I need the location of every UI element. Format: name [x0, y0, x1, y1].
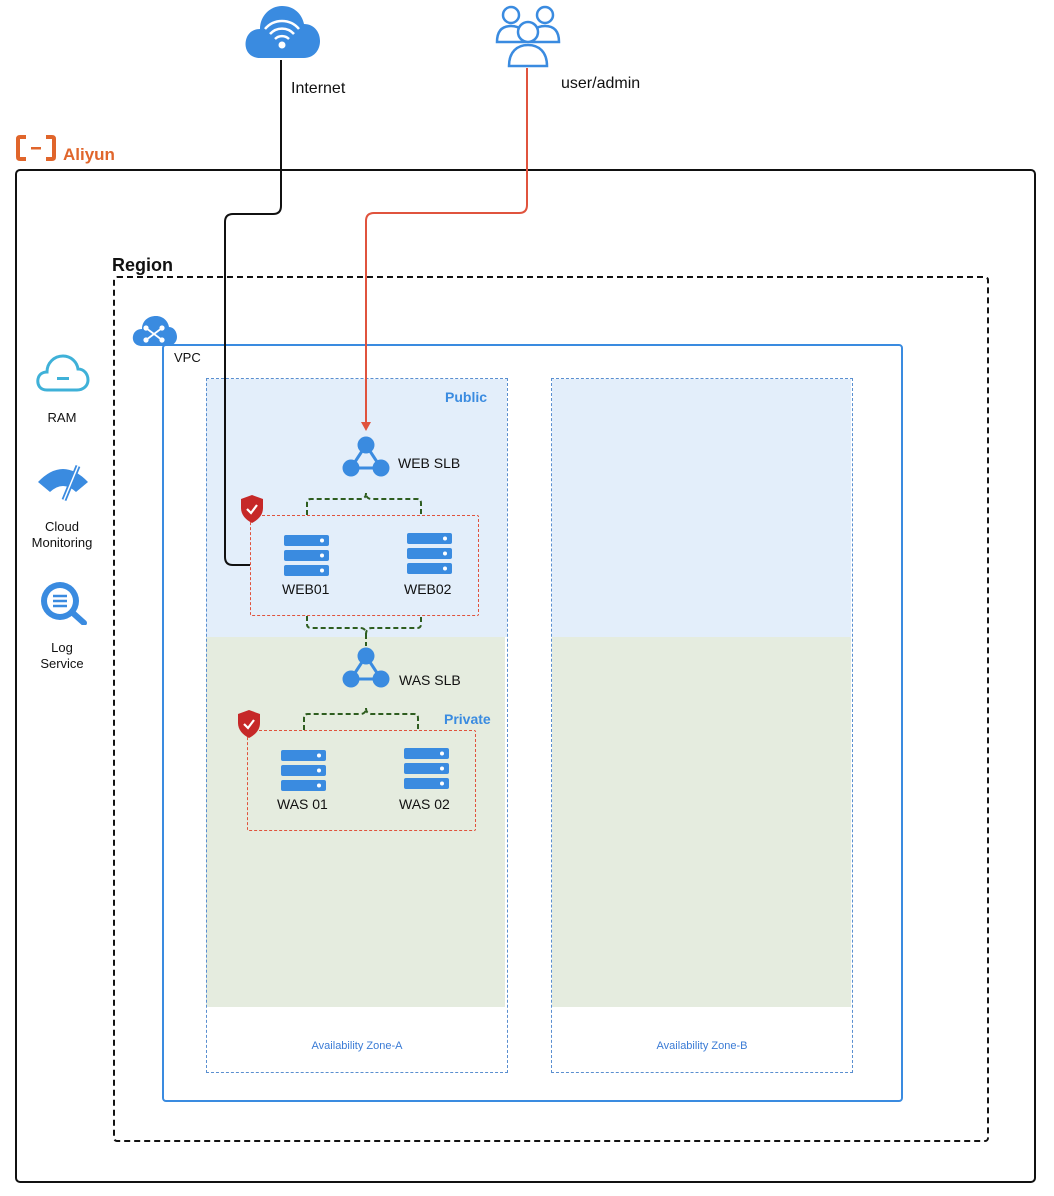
web-security-group: [250, 515, 479, 616]
aliyun-container: [15, 169, 1036, 1183]
web-security-group-shield-icon: [239, 494, 265, 524]
user-group-icon: [495, 2, 561, 68]
was-slb-label: WAS SLB: [399, 672, 461, 688]
private-subnet-zone-a: [206, 637, 505, 1007]
ram-icon: [35, 353, 91, 393]
public-tier-label: Public: [445, 389, 488, 405]
internet-cloud-icon: [242, 2, 322, 60]
web01-label: WEB01: [282, 581, 330, 597]
log-service-label-line1: Log: [51, 640, 73, 655]
web-to-was-bracket: [306, 616, 422, 635]
cloud-monitoring-label: Cloud Monitoring: [17, 519, 107, 551]
availability-zone-b: [551, 378, 853, 1073]
was-slb-icon: [341, 646, 391, 690]
web-slb-icon: [341, 435, 391, 479]
user-admin-label: user/admin: [561, 75, 641, 92]
log-service-icon: [38, 581, 88, 626]
availability-zone-a: [206, 378, 508, 1073]
vpc-icon: [132, 314, 178, 348]
user-connection-arrow: [361, 422, 371, 431]
private-tier-label: Private: [444, 711, 491, 727]
private-subnet-zone-b: [552, 637, 851, 1007]
aliyun-logo-icon: [16, 135, 56, 161]
ram-label: RAM: [47, 410, 77, 425]
was02-server-icon: [404, 748, 449, 790]
was-security-group: [247, 730, 476, 831]
region-label: Region: [112, 255, 173, 275]
was-slb-bracket: [303, 707, 419, 730]
public-subnet-zone-b: [552, 379, 851, 637]
availability-zone-a-label: Availability Zone-A: [311, 1040, 403, 1052]
user-connection-line: [365, 68, 528, 425]
availability-zone-b-label: Availability Zone-B: [656, 1040, 748, 1052]
vpc-container: [162, 344, 903, 1102]
web-slb-label: WEB SLB: [398, 455, 461, 471]
was-security-group-shield-icon: [236, 709, 262, 739]
vpc-label: VPC: [174, 350, 201, 365]
was02-label: WAS 02: [399, 796, 450, 812]
log-service-label-line2: Service: [40, 656, 84, 671]
was01-server-icon: [281, 750, 326, 792]
web-slb-bracket: [306, 492, 422, 515]
cloud-monitoring-label-line2: Monitoring: [31, 535, 93, 550]
internet-label: Internet: [291, 80, 346, 97]
region-container: [113, 276, 989, 1142]
aliyun-label: Aliyun: [63, 145, 115, 164]
web02-server-icon: [407, 533, 452, 575]
internet-connection-line: [224, 60, 282, 566]
cloud-monitoring-icon: [36, 462, 90, 504]
web02-label: WEB02: [404, 581, 452, 597]
cloud-monitoring-label-line1: Cloud: [45, 519, 79, 534]
was01-label: WAS 01: [277, 796, 328, 812]
log-service-label: Log Service: [17, 640, 107, 672]
web01-server-icon: [284, 535, 329, 577]
